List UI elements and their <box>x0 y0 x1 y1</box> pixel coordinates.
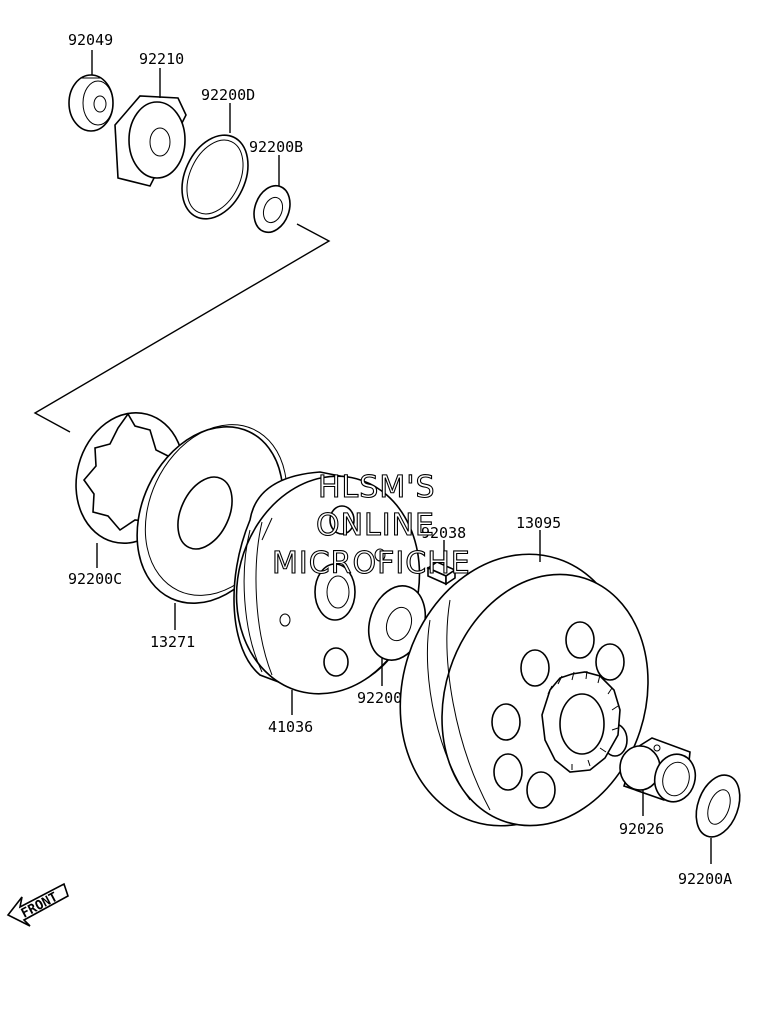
label-13271: 13271 <box>150 633 195 651</box>
part-92049-bearing[interactable] <box>68 74 114 132</box>
label-92026: 92026 <box>619 820 664 838</box>
label-92210: 92210 <box>139 50 184 68</box>
assembly-reference-line <box>33 223 331 433</box>
watermark: HLSM'S ONLINE MICROFICHE <box>271 469 471 581</box>
front-arrow-text: FRONT <box>19 890 61 922</box>
label-13095: 13095 <box>516 514 561 532</box>
watermark-line-2: ONLINE <box>316 508 435 543</box>
label-92200A: 92200A <box>678 870 732 888</box>
part-92210-nut[interactable] <box>114 95 187 187</box>
label-92200D: 92200D <box>201 86 255 104</box>
label-92200C: 92200C <box>68 570 122 588</box>
label-92038: 92038 <box>421 524 466 542</box>
part-92200D-ring[interactable] <box>169 124 261 229</box>
part-92026-collar[interactable] <box>619 737 701 806</box>
front-direction-arrow: FRONT <box>6 882 69 927</box>
watermark-line-1: HLSM'S <box>318 470 436 505</box>
label-92200: 92200 <box>357 689 402 707</box>
label-41036: 41036 <box>268 718 313 736</box>
watermark-line-3: MICROFICHE <box>272 546 471 581</box>
part-92200A-washer[interactable] <box>688 769 747 843</box>
label-92049: 92049 <box>68 31 113 49</box>
part-92038-key[interactable] <box>426 561 457 586</box>
label-92200B: 92200B <box>249 138 303 156</box>
part-92200B-washer[interactable] <box>248 181 296 238</box>
part-13095-clutch-drum[interactable] <box>366 524 680 856</box>
